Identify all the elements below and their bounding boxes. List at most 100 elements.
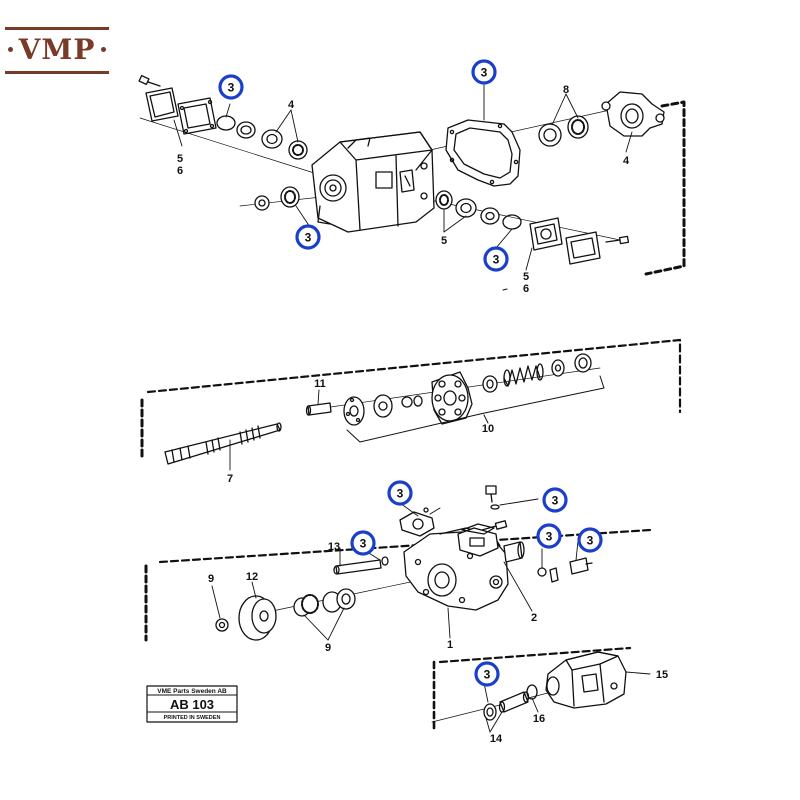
callout-c7: 3 [350, 530, 376, 556]
callout-circle [536, 523, 562, 549]
callout-c8: 3 [536, 523, 562, 549]
pump-housing-body [311, 131, 435, 233]
part-label-6: 6 [177, 165, 183, 177]
axis-line [139, 117, 331, 179]
part-label-9-bottom: 9 [325, 642, 331, 654]
callout-c6: 3 [542, 487, 568, 513]
part-label-6-right: 6 [523, 283, 529, 295]
callout-circle [350, 530, 376, 556]
callout-circle [295, 224, 321, 250]
callout-circle [577, 527, 603, 553]
callout-label: 3 [305, 231, 312, 245]
logo-rule-bottom [5, 71, 109, 74]
leader-lines-section-1 [173, 84, 633, 271]
vmp-logo: VMP [5, 27, 109, 75]
group-bracket [346, 375, 605, 443]
callout-circle [387, 480, 413, 506]
part-label-15: 15 [656, 669, 668, 681]
frame-dashed-right [644, 100, 686, 276]
part-label-5: 5 [177, 153, 183, 165]
roller-bearing-lower-right [435, 190, 453, 210]
callout-circle [471, 59, 497, 85]
callout-label: 3 [546, 530, 553, 544]
logo-rule-top [5, 27, 109, 30]
callout-c9: 3 [577, 527, 603, 553]
pulley-disc [238, 595, 277, 641]
section-shaft-cylinder [140, 338, 682, 471]
axis-line [431, 689, 561, 723]
seal-washer [215, 618, 229, 632]
callout-circle [474, 661, 500, 687]
callout-label: 3 [493, 253, 500, 267]
part-labels: 5 6 4 8 4 5 5 6 11 10 7 13 9 12 9 1 2 15… [177, 84, 668, 745]
callout-c4: 3 [483, 246, 509, 272]
logo-wordmark: VMP [18, 33, 96, 66]
valve-spool [503, 541, 525, 563]
part-label-1: 1 [447, 639, 453, 651]
valve-block-top [457, 523, 499, 557]
frame-dashed-top-4 [438, 646, 632, 664]
callout-c3: 3 [295, 224, 321, 250]
part-label-8: 8 [563, 84, 569, 96]
leader [317, 389, 320, 405]
part-label-7: 7 [227, 473, 233, 485]
circlip [574, 353, 592, 373]
callout-label: 3 [484, 668, 491, 682]
part-label-4-right: 4 [623, 155, 630, 167]
ring-seat [482, 375, 498, 393]
cover-plate-right [565, 231, 601, 265]
part-label-11: 11 [314, 378, 326, 390]
section-pump-housing [138, 74, 686, 291]
gasket-plate-left [177, 97, 217, 135]
callout-label: 3 [397, 487, 404, 501]
plug-bolt [485, 485, 500, 510]
plate-border [146, 685, 238, 723]
part-label-5-mid: 5 [441, 235, 447, 247]
frame-dashed-top-3 [158, 528, 652, 564]
catalog-plate: VME Parts Sweden AB AB 103 PRINTED IN SW… [146, 685, 238, 723]
part-label-10: 10 [482, 423, 494, 435]
hydraulic-motor [545, 651, 627, 709]
roller-bearing-top-right [567, 115, 589, 139]
valve-pin [333, 556, 389, 575]
plug-right [569, 557, 593, 575]
o-ring [216, 115, 236, 131]
logo-dot-right [101, 47, 106, 52]
callout-label: 3 [552, 494, 559, 508]
part-label-12: 12 [246, 571, 258, 583]
bearing-ring-lower-right [455, 198, 477, 218]
cylinder-block [431, 371, 473, 425]
seal-ring-lower-left [254, 195, 270, 211]
part-label-2: 2 [531, 612, 537, 624]
valve-ball [537, 567, 547, 577]
part-label-13: 13 [328, 541, 340, 553]
callout-label: 3 [228, 81, 235, 95]
bolt-top-left [138, 74, 161, 87]
roller-bearing-section-3 [293, 594, 319, 617]
gasket-plate-right [529, 217, 563, 251]
callout-label: 3 [587, 534, 594, 548]
mark [502, 288, 508, 291]
roller-bearing-lower-left [280, 186, 300, 208]
flange-housing [601, 91, 665, 137]
cover-plate-left [145, 87, 179, 122]
part-label-16: 16 [533, 713, 545, 725]
bearing-ring [261, 129, 283, 149]
gasket-frame [445, 119, 521, 187]
callout-c10: 3 [474, 661, 500, 687]
leader-lines-section-3 [211, 498, 579, 641]
callout-circle [483, 246, 509, 272]
spacer-sleeve [549, 567, 559, 583]
drive-shaft [164, 422, 282, 465]
plate-code: AB 103 [170, 697, 214, 712]
screw-top-right [481, 520, 508, 531]
section-pump-body [144, 485, 652, 642]
bearing-ring-top-right [538, 123, 562, 147]
bearing-race-lower-right [480, 207, 500, 225]
callout-circle [218, 74, 244, 100]
washer [551, 359, 565, 377]
bearing-race [236, 121, 256, 139]
callout-label: 3 [360, 537, 367, 551]
